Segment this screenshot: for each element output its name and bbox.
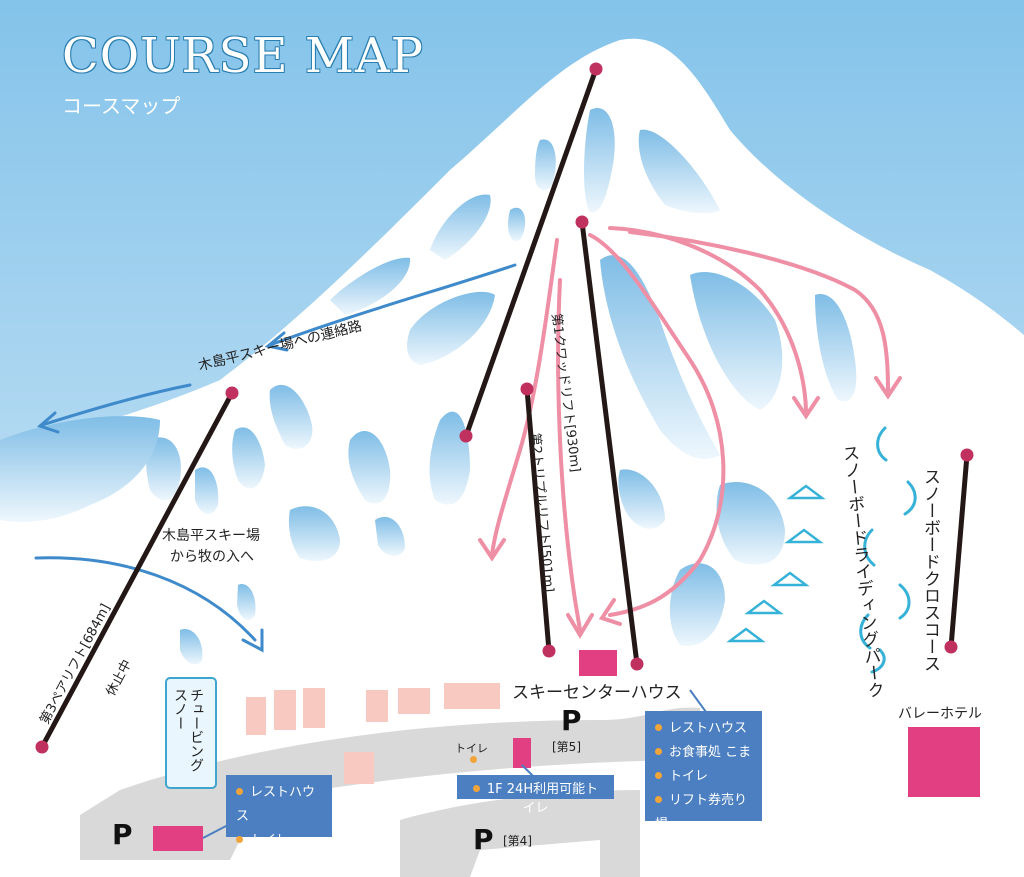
- valley-hotel-building[interactable]: [908, 727, 980, 797]
- bullet-icon: [655, 748, 662, 755]
- lift-stations: [35, 62, 974, 754]
- mountain-snow: [0, 38, 1024, 877]
- left-rest-info[interactable]: レストハウス トイレ: [226, 775, 332, 848]
- info-item: レストハウス: [669, 721, 748, 736]
- toilet-24h-building: [513, 738, 531, 768]
- lodges: [246, 683, 500, 784]
- info-item: トイレ: [669, 769, 709, 784]
- bullet-icon: [236, 836, 243, 843]
- tubing-area[interactable]: [165, 677, 217, 789]
- tree-groves: [0, 108, 857, 665]
- valley-hotel-label[interactable]: バレーホテル: [898, 706, 982, 722]
- info-item: お食事処 こま: [669, 745, 752, 760]
- bullet-icon: [655, 772, 662, 779]
- kijimadaira-from-label-1: 木島平スキー場: [162, 528, 260, 544]
- cross-banks: [859, 426, 917, 674]
- page-title: COURSE MAP: [62, 28, 424, 84]
- kijimadaira-from-label-2: から牧の入へ: [170, 549, 254, 565]
- parking-5-label: [第5]: [552, 740, 581, 754]
- left-rest-building: [153, 826, 203, 851]
- cross-lift-line[interactable]: [948, 452, 970, 650]
- lift-1-line[interactable]: [579, 219, 640, 667]
- park-jumps: [726, 484, 826, 643]
- info-item: レストハウス: [236, 785, 316, 824]
- parking-4-icon: P: [473, 823, 494, 856]
- bullet-icon: [655, 724, 662, 731]
- bullet-icon: [472, 785, 480, 792]
- sb-cross-label: スノーボードクロスコース: [920, 468, 940, 672]
- info-item: トイレ: [250, 833, 290, 848]
- toilet-dot-icon: [470, 756, 477, 763]
- toilet-24h-label: 1F 24H利用可能トイレ: [486, 782, 599, 816]
- lift-3-line[interactable]: [39, 390, 235, 750]
- center-house-info[interactable]: レストハウス お食事処 こま トイレ リフト券売り場: [645, 711, 762, 832]
- ski-center-label[interactable]: スキーセンターハウス: [512, 683, 682, 703]
- toilet-label: トイレ: [455, 742, 488, 755]
- lifts[interactable]: [39, 66, 970, 750]
- ski-center-building: [579, 650, 617, 676]
- link-arrows: [34, 263, 517, 653]
- toilet-24h-box[interactable]: 1F 24H利用可能トイレ: [457, 775, 614, 816]
- tubing-label-2: スノー: [172, 688, 188, 730]
- bullet-icon: [655, 796, 662, 803]
- parking-4-label: [第4]: [503, 834, 532, 848]
- page-subtitle: コースマップ: [62, 94, 181, 118]
- parking-5-icon: P: [561, 704, 582, 737]
- parking-left-icon: P: [112, 818, 133, 851]
- lift-2-line[interactable]: [524, 386, 552, 654]
- course-arrows: [478, 226, 902, 639]
- main-buildings: [153, 650, 980, 851]
- tubing-label-1: チュービング: [188, 688, 204, 772]
- info-item: リフト券売り場: [655, 793, 748, 832]
- bullet-icon: [236, 788, 243, 795]
- summit-lift-line[interactable]: [463, 66, 599, 439]
